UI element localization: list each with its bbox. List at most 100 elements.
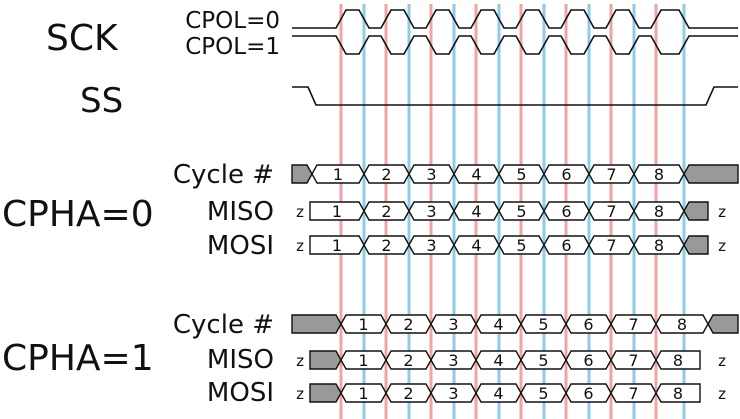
cpha0-cycle-label: Cycle #	[173, 160, 274, 190]
cpha1-cycle-segment	[707, 314, 739, 334]
cpha0-mosi-value: 6	[561, 236, 571, 255]
cpha1-miso-value: 5	[538, 351, 548, 370]
cpha0-mosi-value: 3	[426, 236, 436, 255]
cpha0-cycle-value: 1	[333, 165, 343, 184]
cpha1-cycle-segment	[385, 314, 432, 334]
cpha1-mosi-label: MOSI	[207, 378, 274, 408]
cpha0-cycle-value: 2	[381, 165, 391, 184]
cpha1-miso-segment	[655, 350, 701, 370]
cpha1-mosi-value: 3	[448, 384, 458, 403]
cpha1-miso-segment	[340, 350, 387, 370]
cpha1-mosi-value: 2	[403, 384, 413, 403]
cpol1-label: CPOL=1	[185, 34, 280, 60]
cpha0-miso-value: 6	[561, 202, 571, 221]
cpha1-miso-segment	[565, 350, 612, 370]
cpha0-mosi-value: 7	[606, 236, 616, 255]
cpha0-miso-segment	[453, 201, 500, 221]
cpha0-cycle-segment	[588, 164, 635, 184]
cpha0-mosi-segment	[498, 235, 545, 255]
cpha0-mosi-value: 5	[516, 236, 526, 255]
cpha1-cycle-segment	[565, 314, 612, 334]
cpha0-miso-value: 2	[381, 202, 391, 221]
cpha1-miso-value: 4	[493, 351, 503, 370]
cpha1-cycle-value: 5	[538, 315, 548, 334]
cpha0-miso-hiz-end: z	[718, 203, 726, 221]
cpha0-mosi-segment	[588, 235, 635, 255]
cpha0-cycle-value: 3	[426, 165, 436, 184]
cpha1-miso-value: 8	[673, 351, 683, 370]
cpha1-cycle-value: 2	[403, 315, 413, 334]
cpha1-miso-hiz-start: z	[296, 352, 304, 370]
cpha1-cycle-value: 7	[628, 315, 638, 334]
cpha0-mosi-segment	[363, 235, 410, 255]
cpha0-miso-value: 7	[606, 202, 616, 221]
cpol0-label: CPOL=0	[185, 8, 280, 34]
cpha0-mosi-segment	[309, 235, 365, 255]
cpha0-mosi-value: 4	[471, 236, 481, 255]
sck-cpol0-wave	[292, 9, 738, 29]
cpha1-mosi-value: 5	[538, 384, 548, 403]
cpha0-mosi-value: 8	[654, 236, 664, 255]
cpha1-cycle-value: 4	[493, 315, 503, 334]
cpha1-mosi-hiz-start: z	[296, 385, 304, 403]
cpha0-miso-hiz-start: z	[296, 203, 304, 221]
cpha0-mosi-segment	[543, 235, 590, 255]
cpha1-cycle-segment	[520, 314, 567, 334]
cpha0-cycle-segment	[453, 164, 500, 184]
cpha1-cycle-segment	[655, 314, 709, 334]
cpha0-miso-value: 4	[471, 202, 481, 221]
cpha0-miso-segment	[633, 201, 685, 221]
cpha0-miso-segment	[408, 201, 455, 221]
cpha0-cycle-value: 5	[516, 165, 526, 184]
cpha0-miso-segment	[683, 201, 709, 221]
cpha1-cycle-label: Cycle #	[173, 310, 274, 340]
cpha0-miso-segment	[543, 201, 590, 221]
cpha1-cycle-segment	[475, 314, 522, 334]
cpha0-miso-segment	[363, 201, 410, 221]
cpha0-miso-segment	[309, 201, 365, 221]
cpha0-mosi-hiz-start: z	[296, 237, 304, 255]
cpha1-mosi-value: 6	[583, 384, 593, 403]
cpha1-miso-value: 2	[403, 351, 413, 370]
cpha1-mosi-segment	[475, 383, 522, 403]
cpha0-mosi-segment	[633, 235, 685, 255]
cpha1-mosi-value: 8	[673, 384, 683, 403]
cpha1-cycle-segment	[430, 314, 477, 334]
cpha0-miso-value: 8	[654, 202, 664, 221]
ss-wave	[292, 86, 738, 106]
cpha0-cycle-segment	[683, 164, 739, 184]
cpha0-cycle-segment	[633, 164, 685, 184]
cpha0-miso-segment	[588, 201, 635, 221]
cpha1-mosi-segment	[309, 383, 342, 403]
cpha0-cycle-segment	[311, 164, 365, 184]
cpha1-mosi-value: 1	[358, 384, 368, 403]
cpha1-miso-value: 1	[358, 351, 368, 370]
cpha1-miso-segment	[610, 350, 657, 370]
cpha1-mosi-segment	[565, 383, 612, 403]
cpha0-cycle-segment	[408, 164, 455, 184]
cpha0-miso-value: 1	[332, 202, 342, 221]
cpha0-miso-label: MISO	[207, 197, 274, 227]
cpha1-miso-value: 7	[628, 351, 638, 370]
cpha1-mosi-segment	[610, 383, 657, 403]
cpha0-mosi-value: 1	[332, 236, 342, 255]
cpha1-mosi-segment	[520, 383, 567, 403]
cpha0-cycle-value: 8	[654, 165, 664, 184]
cpha1-cycle-value: 3	[448, 315, 458, 334]
cpha0-cycle-segment	[498, 164, 545, 184]
cpha1-mosi-segment	[430, 383, 477, 403]
cpha0-mosi-segment	[453, 235, 500, 255]
cpha0-mosi-label: MOSI	[207, 231, 274, 261]
cpha0-cycle-segment	[363, 164, 410, 184]
cpha1-cycle-value: 1	[358, 315, 368, 334]
cpha1-miso-segment	[430, 350, 477, 370]
cpha1-cycle-segment	[291, 314, 342, 334]
cpha0-mode-label: CPHA=0	[2, 194, 154, 235]
cpha1-miso-label: MISO	[207, 345, 274, 375]
cpha0-cycle-value: 7	[606, 165, 616, 184]
cpha1-mosi-segment	[655, 383, 701, 403]
cpha0-miso-segment	[498, 201, 545, 221]
cpha0-mosi-segment	[683, 235, 709, 255]
cpha0-mosi-hiz-end: z	[718, 237, 726, 255]
